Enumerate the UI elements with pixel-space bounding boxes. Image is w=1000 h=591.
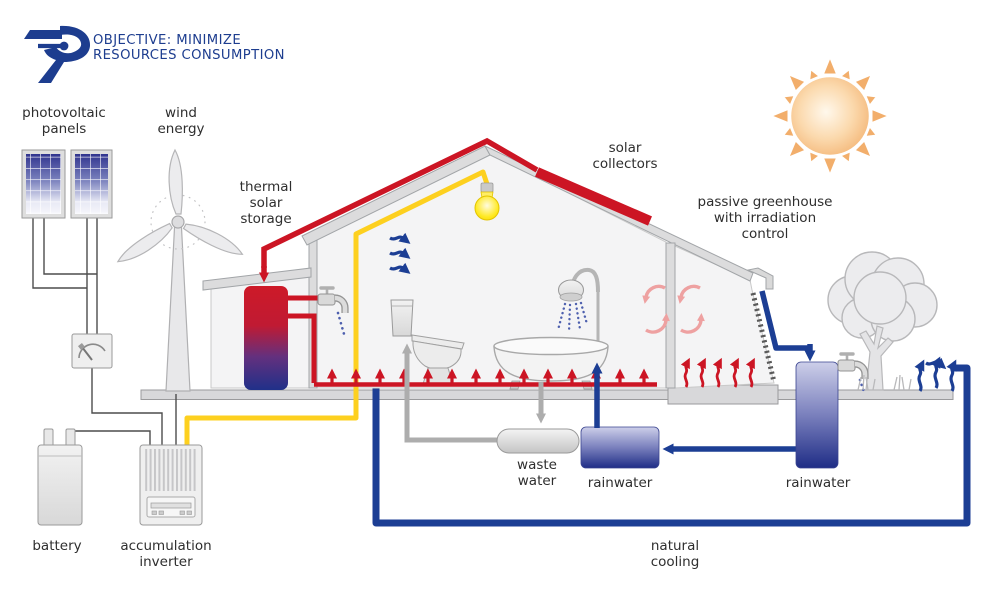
annex-roof [202,267,312,291]
pv-panel [21,149,66,219]
battery-icon [37,428,83,526]
solar-collector [535,167,652,226]
wind-turbine-icon [116,148,244,392]
light-bulb-icon [474,182,500,221]
grass [857,374,912,391]
accumulation-inverter-icon [139,444,203,526]
lighting-circuit [184,169,500,445]
cool-air-outlet-arrows [389,232,411,274]
logo-mark [24,25,91,84]
wiring [32,218,177,445]
logo-title: OBJECTIVE: MINIMIZE RESOURCES CONSUMPTIO… [93,33,285,63]
pv-panel [70,149,113,219]
shower-icon [556,267,600,344]
ground [140,384,954,405]
greenhouse-blind [750,292,777,383]
rainwater-garden-tank [795,361,839,469]
tree-icon [827,251,938,391]
thermal-storage-tank [244,286,288,390]
cool-air-intake-arrows [919,357,953,391]
charge-meter-icon [71,333,113,369]
shower-spray [556,301,589,334]
faucet-drips [336,311,346,336]
air-circulation-arrows [642,284,705,334]
sun-icon [770,56,890,176]
garden-faucet-icon [838,354,865,379]
gutter [746,267,774,290]
underfloor-heating [314,368,657,387]
waste-water-tank [496,428,580,454]
thermal-solar-circuit [244,137,652,390]
rainwater-pipes [591,362,797,455]
greywater-pipes [402,343,546,443]
rainwater-house-tank [580,426,660,469]
downspout-pipe [759,290,816,362]
interior-wall [665,242,676,389]
